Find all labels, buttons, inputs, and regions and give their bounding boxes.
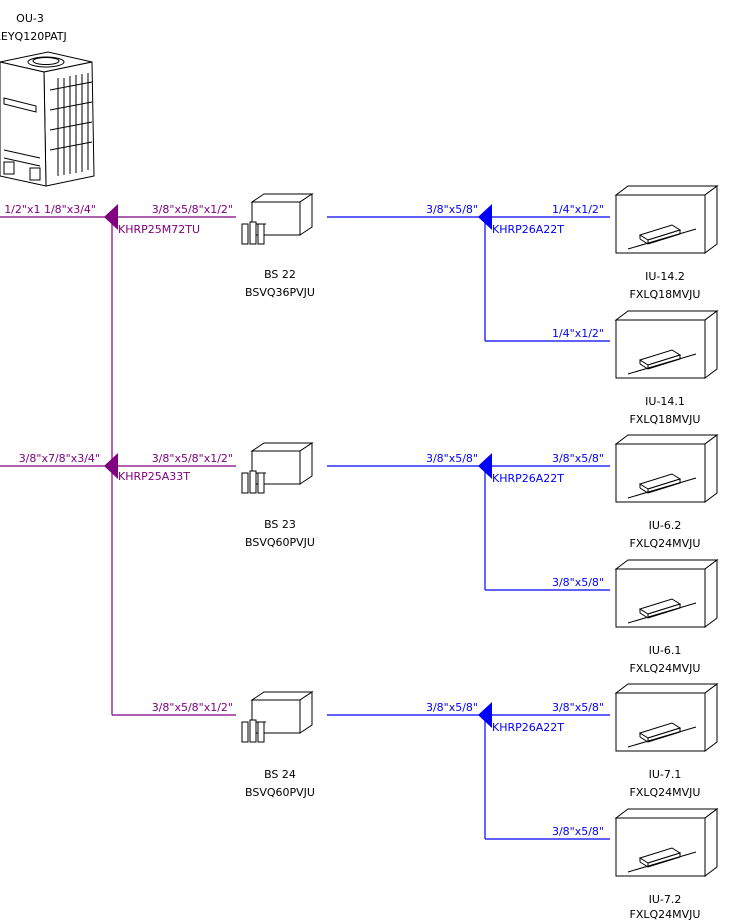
indoor-unit-4-model: FXLQ24MVJU	[630, 662, 701, 675]
outdoor-unit: OU-3 REYQ120PATJ	[0, 12, 95, 187]
bs-unit-2-upper-size: 3/8"x5/8"	[552, 452, 604, 465]
indoor-unit-1-icon	[615, 185, 718, 254]
bs-unit-3-model: BSVQ60PVJU	[245, 786, 315, 799]
indoor-unit-6-model: FXLQ24MVJU	[630, 908, 701, 921]
bs-unit-2-icon	[241, 442, 313, 494]
main-pipe-size: 1/2"x1 1/8"x3/4"	[4, 203, 96, 216]
indoor-unit-3: IU-6.2 FXLQ24MVJU	[615, 434, 718, 550]
branch-3-size: 3/8"x5/8"x1/2"	[152, 701, 233, 714]
bs-unit-3-joint-label: KHRP26A22T	[492, 721, 564, 734]
indoor-unit-2-tag: IU-14.1	[645, 395, 685, 408]
bs-unit-2-joint-icon	[478, 453, 492, 479]
bs-unit-3-upper-size: 3/8"x5/8"	[552, 701, 604, 714]
refnet-joint-2-icon	[104, 453, 118, 479]
bs-unit-1-joint-icon	[478, 204, 492, 230]
bs-unit-1-model: BSVQ36PVJU	[245, 286, 315, 299]
bs-unit-3-lower-size: 3/8"x5/8"	[552, 825, 604, 838]
indoor-unit-5: IU-7.1 FXLQ24MVJU	[615, 683, 718, 799]
bs-unit-2-out-size: 3/8"x5/8"	[426, 452, 478, 465]
bs-unit-2-tag: BS 23	[264, 518, 296, 531]
indoor-unit-6: IU-7.2 FXLQ24MVJU	[615, 808, 718, 921]
bs-unit-1-icon	[241, 193, 313, 245]
bs-unit-3-tag: BS 24	[264, 768, 296, 781]
bs-unit-1-out-size: 3/8"x5/8"	[426, 203, 478, 216]
refnet-joint-2-label: KHRP25A33T	[118, 470, 190, 483]
bs-unit-1-upper-size: 1/4"x1/2"	[552, 203, 604, 216]
bs-unit-group-2: BS 23 BSVQ60PVJU 3/8"x5/8" KHRP26A22T 3/…	[241, 442, 610, 591]
bs-unit-2-lower-size: 3/8"x5/8"	[552, 576, 604, 589]
indoor-unit-2-icon	[615, 310, 718, 379]
bs-unit-2-joint-label: KHRP26A22T	[492, 472, 564, 485]
indoor-unit-6-tag: IU-7.2	[649, 893, 682, 906]
indoor-unit-1: IU-14.2 FXLQ18MVJU	[615, 185, 718, 301]
indoor-unit-3-icon	[615, 434, 718, 503]
bs-unit-1-tag: BS 22	[264, 268, 296, 281]
refnet-joint-1-icon	[104, 204, 118, 230]
bs-unit-group-1: BS 22 BSVQ36PVJU 3/8"x5/8" KHRP26A22T 1/…	[241, 193, 610, 342]
outdoor-unit-model: REYQ120PATJ	[0, 30, 67, 43]
bs-unit-3-out-size: 3/8"x5/8"	[426, 701, 478, 714]
indoor-unit-5-model: FXLQ24MVJU	[630, 786, 701, 799]
bs-unit-1-lower-size: 1/4"x1/2"	[552, 327, 604, 340]
bs-unit-3-icon	[241, 691, 313, 743]
indoor-unit-5-icon	[615, 683, 718, 752]
refnet-joint-1-label: KHRP25M72TU	[118, 223, 200, 236]
bs-unit-group-3: BS 24 BSVQ60PVJU 3/8"x5/8" KHRP26A22T 3/…	[241, 691, 610, 840]
bs-unit-2-model: BSVQ60PVJU	[245, 536, 315, 549]
indoor-unit-3-model: FXLQ24MVJU	[630, 537, 701, 550]
indoor-unit-3-tag: IU-6.2	[649, 519, 682, 532]
bs-unit-1-joint-label: KHRP26A22T	[492, 223, 564, 236]
indoor-unit-1-tag: IU-14.2	[645, 270, 685, 283]
outdoor-unit-icon	[0, 51, 95, 187]
outdoor-unit-tag: OU-3	[16, 12, 44, 25]
indoor-unit-4: IU-6.1 FXLQ24MVJU	[615, 559, 718, 675]
riser-pipe-size: 3/8"x7/8"x3/4"	[19, 452, 100, 465]
bs-unit-3-joint-icon	[478, 702, 492, 728]
branch-2-size: 3/8"x5/8"x1/2"	[152, 452, 233, 465]
branch-1-size: 3/8"x5/8"x1/2"	[152, 203, 233, 216]
indoor-unit-2-model: FXLQ18MVJU	[630, 413, 701, 426]
indoor-unit-2: IU-14.1 FXLQ18MVJU	[615, 310, 718, 426]
indoor-unit-1-model: FXLQ18MVJU	[630, 288, 701, 301]
indoor-unit-6-icon	[615, 808, 718, 877]
indoor-unit-4-tag: IU-6.1	[649, 644, 682, 657]
indoor-unit-5-tag: IU-7.1	[649, 768, 682, 781]
indoor-unit-4-icon	[615, 559, 718, 628]
